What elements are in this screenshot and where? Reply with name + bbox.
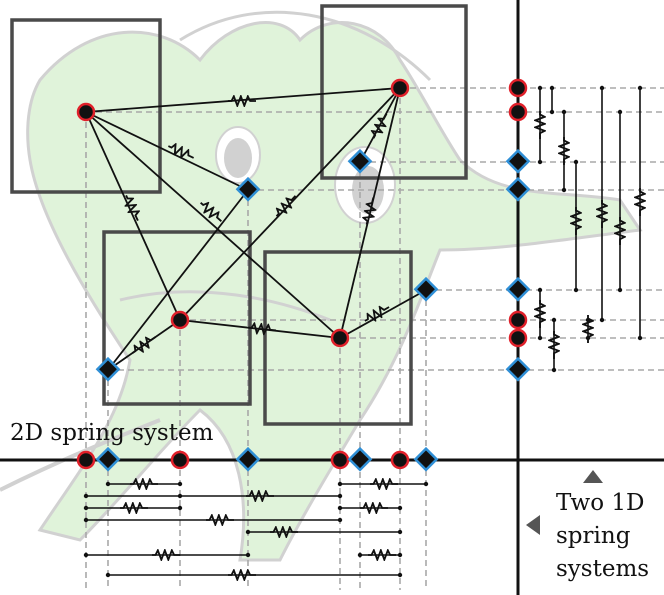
cartoon-body bbox=[26, 21, 643, 562]
label-1d-line1: Two 1D bbox=[556, 490, 644, 516]
spring-endpoints-1d-vertical bbox=[537, 85, 643, 373]
diamond-node bbox=[95, 356, 121, 382]
circle-node bbox=[508, 78, 528, 98]
circle-node bbox=[390, 450, 410, 470]
diamond-node bbox=[95, 446, 121, 472]
circle-node bbox=[508, 310, 528, 330]
diamond-node bbox=[413, 446, 439, 472]
cartoon-pupil-left bbox=[224, 138, 252, 178]
circle-node bbox=[330, 328, 350, 348]
circle-node bbox=[330, 450, 350, 470]
frame-mid-right bbox=[263, 250, 413, 426]
diamond-node bbox=[505, 356, 531, 382]
circle-node bbox=[170, 450, 190, 470]
circle-node bbox=[76, 450, 96, 470]
cartoon-line-1 bbox=[179, 10, 432, 82]
node-frames bbox=[10, 4, 468, 426]
frame-top-right bbox=[320, 4, 468, 180]
nodes-1d-vertical bbox=[505, 78, 531, 382]
diamond-node bbox=[413, 276, 439, 302]
nodes-1d-horizontal bbox=[76, 446, 439, 472]
arrow-left-icon bbox=[526, 515, 540, 535]
circle-node bbox=[508, 328, 528, 348]
label-2d-spring-system: 2D spring system bbox=[10, 420, 214, 446]
spring-endpoints-1d-horizontal bbox=[83, 481, 429, 578]
circle-node bbox=[170, 310, 190, 330]
circle-node bbox=[508, 102, 528, 122]
nodes-2d bbox=[76, 78, 439, 382]
diamond-node bbox=[235, 446, 261, 472]
diamond-node bbox=[505, 276, 531, 302]
diamond-node bbox=[347, 148, 373, 174]
arrow-up-icon bbox=[583, 470, 603, 483]
diamond-node bbox=[347, 446, 373, 472]
circle-node bbox=[390, 78, 410, 98]
frame-mid-left bbox=[102, 230, 252, 406]
label-1d-line3: systems bbox=[556, 556, 649, 582]
diamond-node bbox=[235, 176, 261, 202]
diamond-node bbox=[505, 176, 531, 202]
circle-node bbox=[76, 102, 96, 122]
diamond-node bbox=[505, 148, 531, 174]
label-1d-line2: spring bbox=[556, 523, 631, 549]
